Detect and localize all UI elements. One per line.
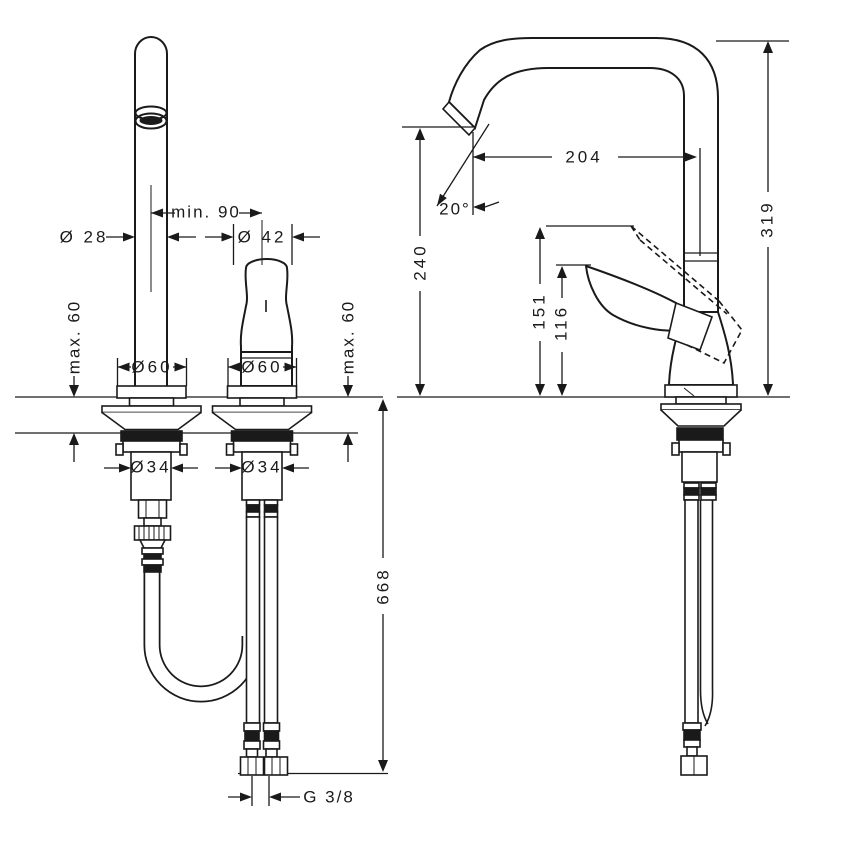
side-view-lever	[584, 264, 714, 352]
side-view-spout	[441, 37, 719, 312]
dimension-arrows	[69, 41, 773, 802]
spout-escutcheon	[101, 385, 202, 501]
dim-handle-escutcheon: Ø60	[241, 357, 283, 377]
dim-hose-length: 668	[373, 567, 393, 605]
dim-max-counter-left: max. 60	[64, 299, 84, 375]
dim-spout-diameter: Ø 28	[59, 227, 109, 247]
spout-valve-fittings	[133, 499, 172, 573]
handle-escutcheon	[211, 385, 313, 501]
dim-outlet-height: 240	[410, 243, 430, 281]
handle-supply-hoses	[239, 499, 289, 776]
dim-min-spacing: min. 90	[171, 202, 241, 222]
dim-handle-raised-height: 151	[529, 292, 549, 330]
side-view-hoses	[680, 482, 717, 776]
side-view-escutcheon	[660, 384, 742, 483]
handle-front-view	[239, 220, 294, 387]
dim-handle-height: 116	[551, 304, 571, 342]
spout-supply-hose	[143, 572, 259, 703]
dim-spout-escutcheon: Ø60	[131, 357, 173, 377]
dim-outlet-angle: 20°	[439, 199, 471, 219]
spout-front-view	[134, 36, 168, 396]
dim-connection-thread: G 3/8	[303, 787, 355, 807]
dim-handle-diameter: Ø 42	[237, 227, 287, 247]
dim-overall-height: 319	[757, 200, 777, 238]
side-view-lever-raised-dashed	[630, 225, 743, 365]
dim-spout-shank: Ø34	[130, 457, 172, 477]
dim-spout-reach: 204	[565, 147, 603, 167]
dim-handle-shank: Ø34	[241, 457, 283, 477]
dim-max-counter-right: max. 60	[338, 299, 358, 375]
